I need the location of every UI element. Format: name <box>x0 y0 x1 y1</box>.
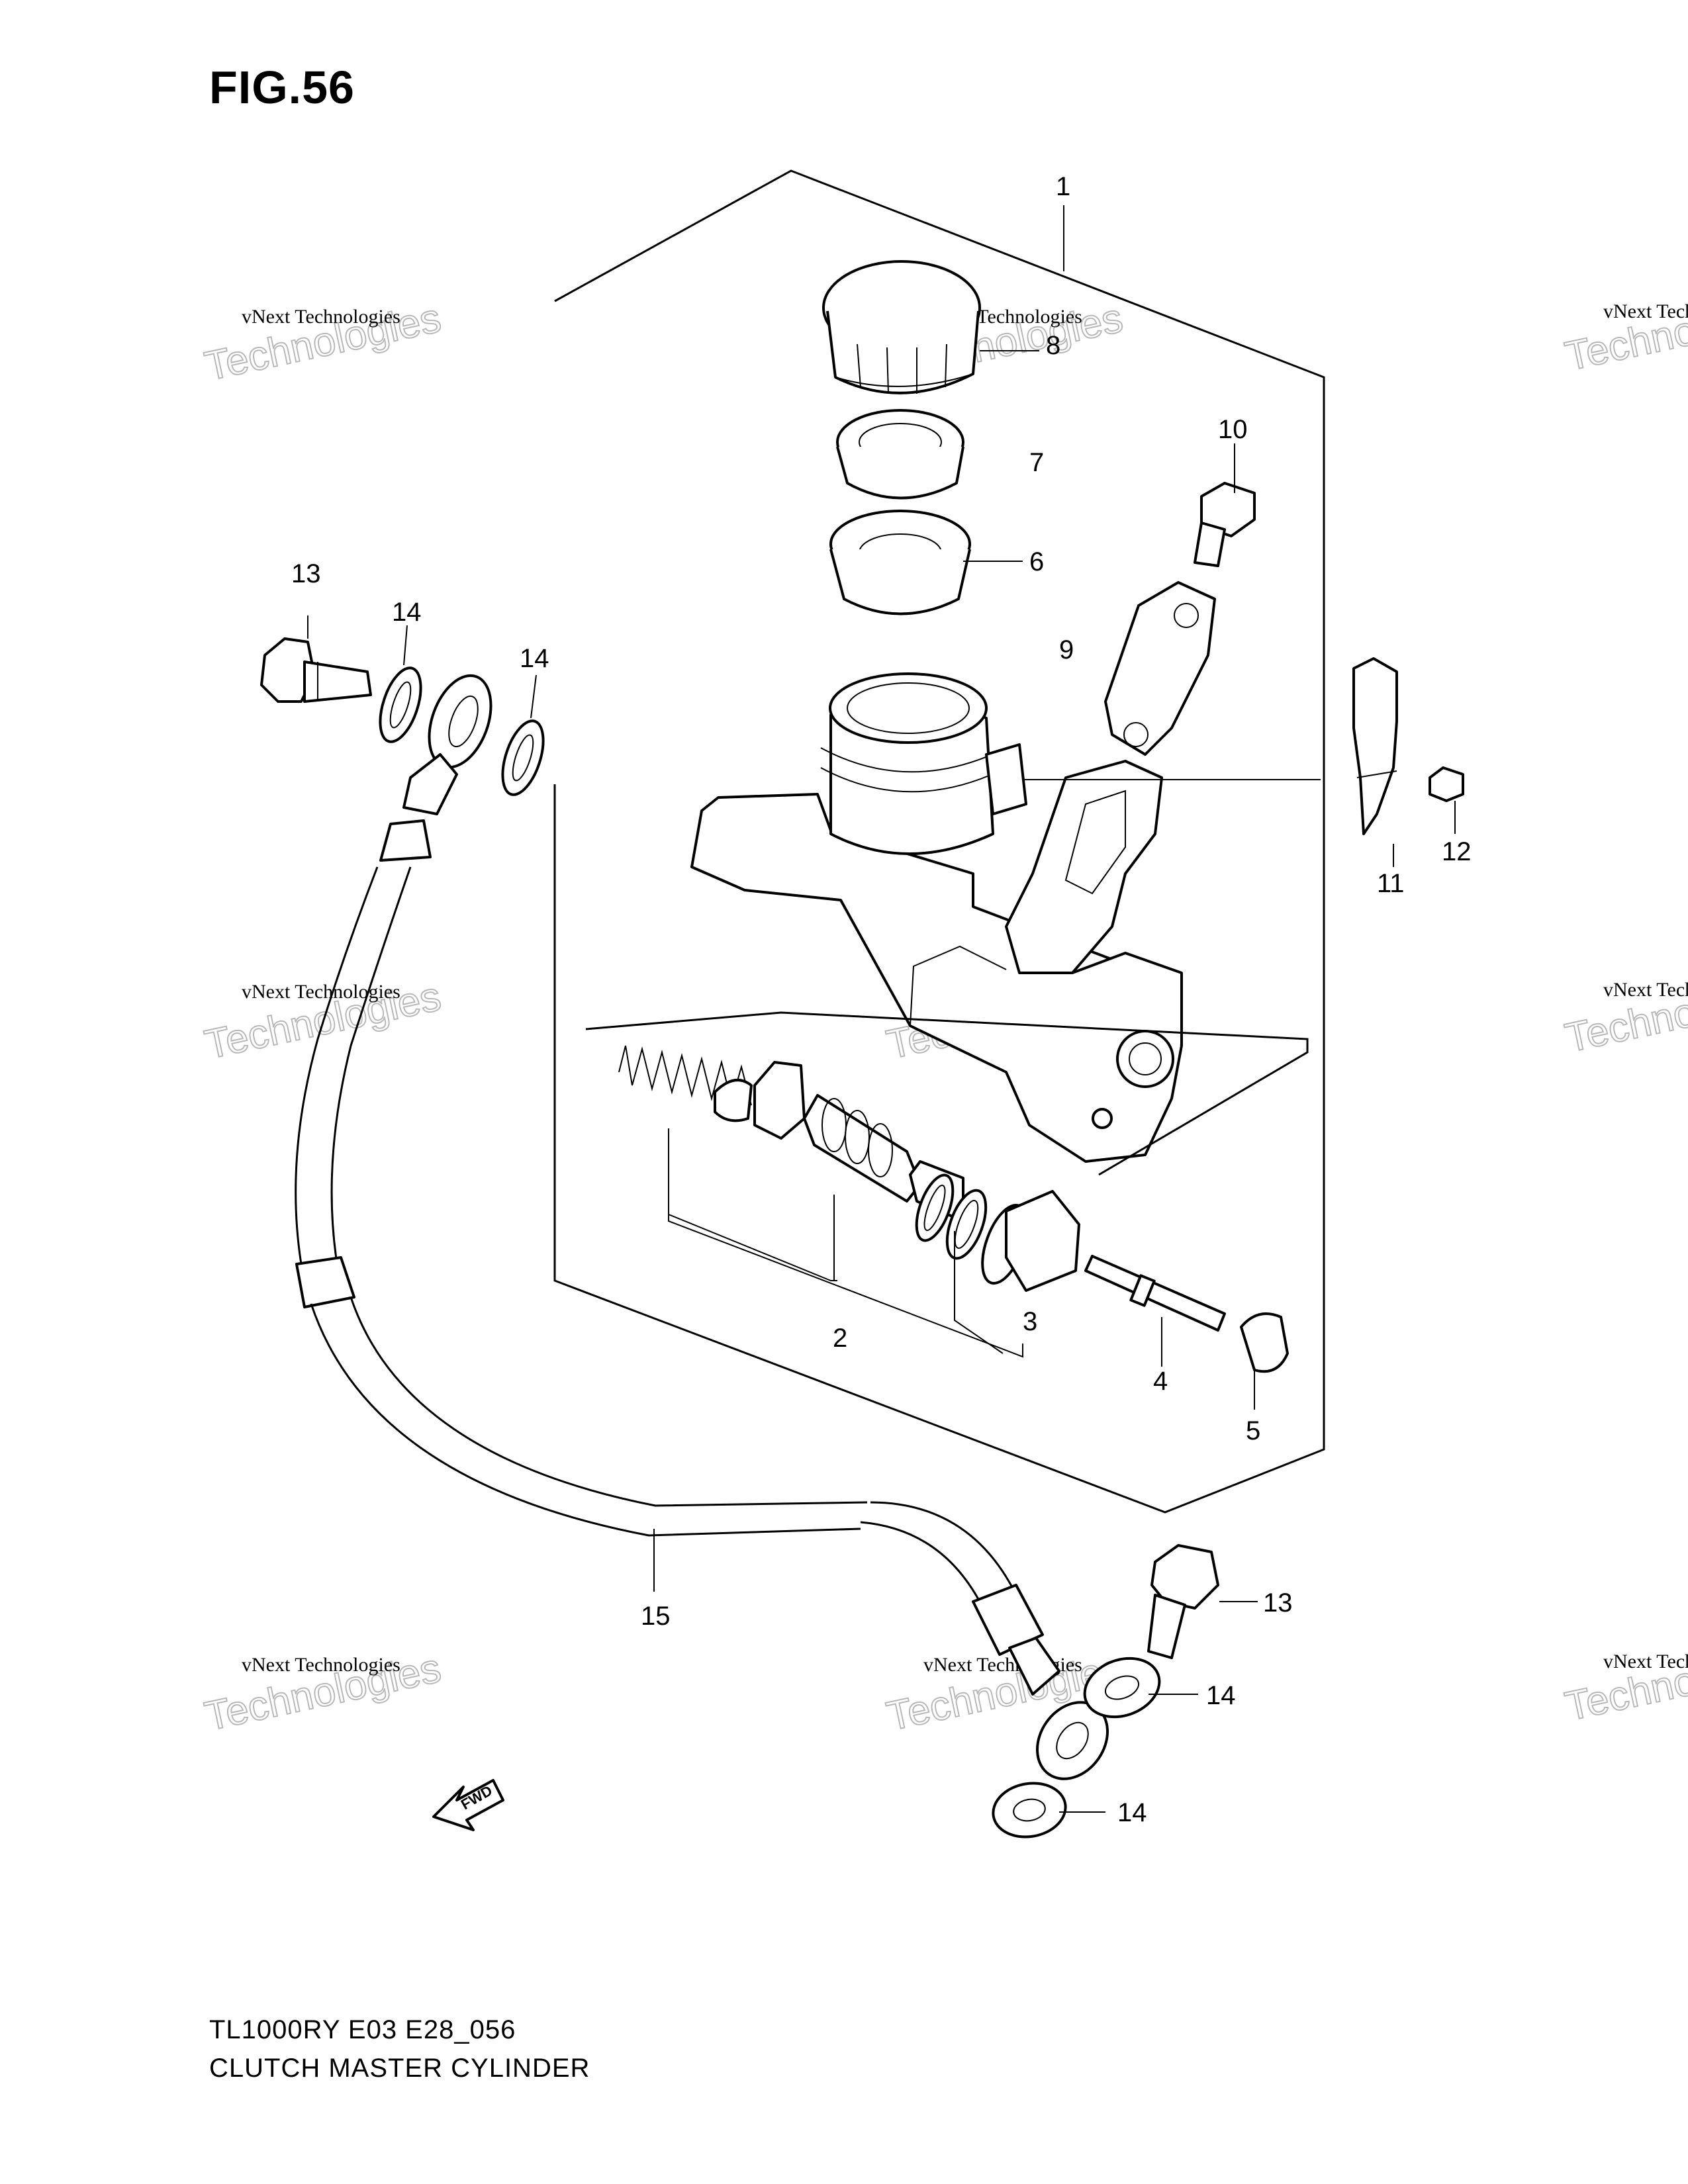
callout-8: 8 <box>1046 331 1060 360</box>
callout-13-lower: 13 <box>1263 1588 1293 1617</box>
diaphragm <box>829 510 971 615</box>
washer-lower-b <box>992 1782 1067 1839</box>
callout-14-upper-b: 14 <box>520 644 549 673</box>
watermark-large: Technologies <box>1562 1635 1688 1730</box>
banjo-fitting-upper <box>379 674 492 862</box>
watermark-small: vNext Technologies <box>1603 1651 1688 1672</box>
snap-rings <box>915 1173 1080 1292</box>
callout-14-lower-b: 14 <box>1117 1798 1147 1827</box>
clamp-bolt <box>1194 482 1256 567</box>
union-bolt-upper <box>260 637 372 703</box>
watermark-small: vNext Technologies <box>242 306 400 328</box>
callout-9: 9 <box>1059 635 1074 664</box>
dust-boot <box>1240 1312 1289 1373</box>
callout-labels: 1 2 3 4 5 6 7 8 9 10 11 12 13 14 14 13 1… <box>291 172 1472 1827</box>
callout-12: 12 <box>1442 837 1472 866</box>
callout-11: 11 <box>1377 869 1405 898</box>
callout-leaders <box>307 205 1456 1813</box>
switch-bracket <box>1352 657 1398 835</box>
diaphragm-plate <box>836 409 964 500</box>
callout-13-upper: 13 <box>291 559 321 588</box>
washer-upper-a <box>379 666 422 743</box>
watermark-large: Technologies <box>1562 285 1688 380</box>
footer: TL1000RY E03 E28_056 CLUTCH MASTER CYLIN… <box>209 2011 590 2087</box>
watermark-small: vNext Technologies <box>242 1654 400 1676</box>
callout-6: 6 <box>1029 547 1044 576</box>
callout-4: 4 <box>1153 1367 1168 1396</box>
washer-lower-a <box>1083 1657 1161 1719</box>
clutch-hose <box>295 866 1060 1696</box>
piston-plane <box>585 1011 1309 1176</box>
reservoir-cap <box>822 260 981 394</box>
callout-2: 2 <box>833 1324 847 1353</box>
union-bolt-lower <box>1147 1544 1219 1659</box>
push-rod <box>1084 1255 1226 1332</box>
clamp <box>1104 581 1216 756</box>
callout-15: 15 <box>641 1602 671 1631</box>
watermark-small: vNext Technologies <box>242 981 400 1003</box>
callout-1: 1 <box>1056 172 1070 201</box>
assembly-boundary <box>553 169 1325 1514</box>
callout-14-lower-a: 14 <box>1206 1681 1236 1710</box>
callout-10: 10 <box>1218 415 1248 444</box>
bracket-screw <box>1429 766 1464 802</box>
watermark-small: vNext Technologies <box>1603 300 1688 322</box>
fwd-arrow: FWD <box>432 1779 504 1831</box>
washer-upper-b <box>501 719 545 796</box>
diagram-caption: CLUTCH MASTER CYLINDER <box>209 2054 590 2083</box>
master-cylinder-body <box>690 672 1183 1163</box>
piston-spring <box>618 1045 753 1122</box>
watermark-small: vNext Technologies <box>1603 979 1688 1001</box>
figure-title: FIG.56 <box>209 62 355 113</box>
callout-14-upper-a: 14 <box>392 598 422 627</box>
callout-7: 7 <box>1029 448 1044 477</box>
callout-5: 5 <box>1246 1416 1260 1445</box>
callout-3: 3 <box>1023 1307 1037 1336</box>
model-code: TL1000RY E03 E28_056 <box>209 2015 516 2044</box>
